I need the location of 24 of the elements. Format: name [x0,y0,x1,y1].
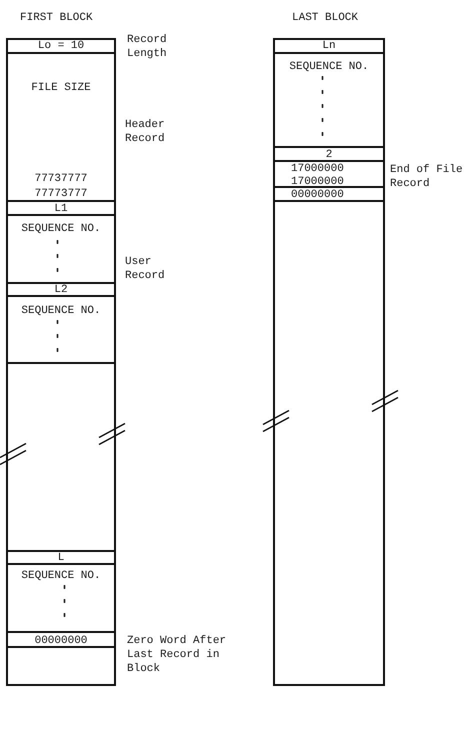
segment-text: SEQUENCE NO. [21,570,101,583]
annotation-text: Zero Word After Last Record in Block [127,634,227,676]
annotation-text: User Record [125,255,166,283]
annotation-text: End of File Record [390,163,464,191]
segment-text: SEQUENCE NO. [21,305,101,318]
annotation-text: Header Record [125,118,166,146]
annotation-text: Record Length [127,33,168,61]
segment-text: Lo = 10 [38,40,84,52]
segment-text: L2 [54,284,68,297]
segment-text: FILE SIZE [31,82,91,95]
segment-text: 77773777 [34,188,88,201]
segment-text: SEQUENCE NO. [21,223,101,236]
segment-text: 00000000 [291,188,344,202]
segment-text: 00000000 [34,634,88,648]
segment-text: SEQUENCE NO. [289,60,369,74]
segment-text: L [58,552,64,565]
segment-text: 17000000 [291,163,344,176]
segment-text: 77737777 [34,173,88,186]
segment-text: Ln [322,40,336,52]
segment-text: L1 [54,202,68,216]
segment-text: 2 [326,148,332,162]
column-heading: FIRST BLOCK [20,12,93,25]
segment-text: 17000000 [291,176,344,188]
column-heading: LAST BLOCK [292,12,358,25]
